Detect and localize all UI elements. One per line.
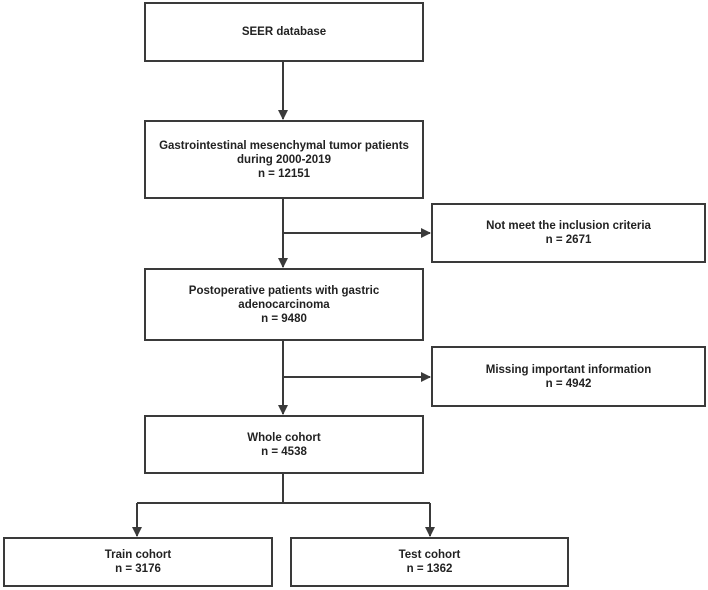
box-count: n = 1362 [406, 563, 453, 575]
box-text-line: SEER database [241, 26, 327, 38]
gist-patients-box: Gastrointestinal mesenchymal tumor patie… [144, 120, 424, 199]
box-text-line: Gastrointestinal mesenchymal tumor patie… [159, 139, 409, 152]
box-count: n = 4942 [545, 377, 592, 390]
box-count: n = 3176 [115, 563, 161, 575]
seer-database-box: SEER database [144, 2, 424, 62]
exclusion-inclusion-criteria-box: Not meet the inclusion criteria n = 2671 [431, 203, 706, 263]
postoperative-patients-box: Postoperative patients with gastric aden… [144, 268, 424, 341]
exclusion-missing-information-box: Missing important information n = 4942 [431, 346, 706, 407]
whole-cohort-box: Whole cohort n = 4538 [144, 415, 424, 474]
box-text-line: Train cohort [104, 549, 172, 561]
box-count: n = 12151 [257, 167, 311, 180]
box-text-line: during 2000-2019 [237, 153, 331, 166]
box-count: n = 4538 [261, 445, 307, 458]
test-cohort-box: Test cohort n = 1362 [290, 537, 569, 587]
box-count: n = 9480 [261, 312, 307, 325]
box-text-line: Test cohort [398, 549, 461, 561]
box-text-line: Missing important information [485, 363, 652, 376]
box-text-line: Postoperative patients with gastric [188, 284, 380, 297]
box-text-line: adenocarcinoma [238, 298, 330, 311]
box-text-line: Not meet the inclusion criteria [486, 220, 651, 232]
train-cohort-box: Train cohort n = 3176 [3, 537, 273, 587]
box-count: n = 2671 [545, 234, 592, 246]
box-text-line: Whole cohort [247, 431, 321, 444]
